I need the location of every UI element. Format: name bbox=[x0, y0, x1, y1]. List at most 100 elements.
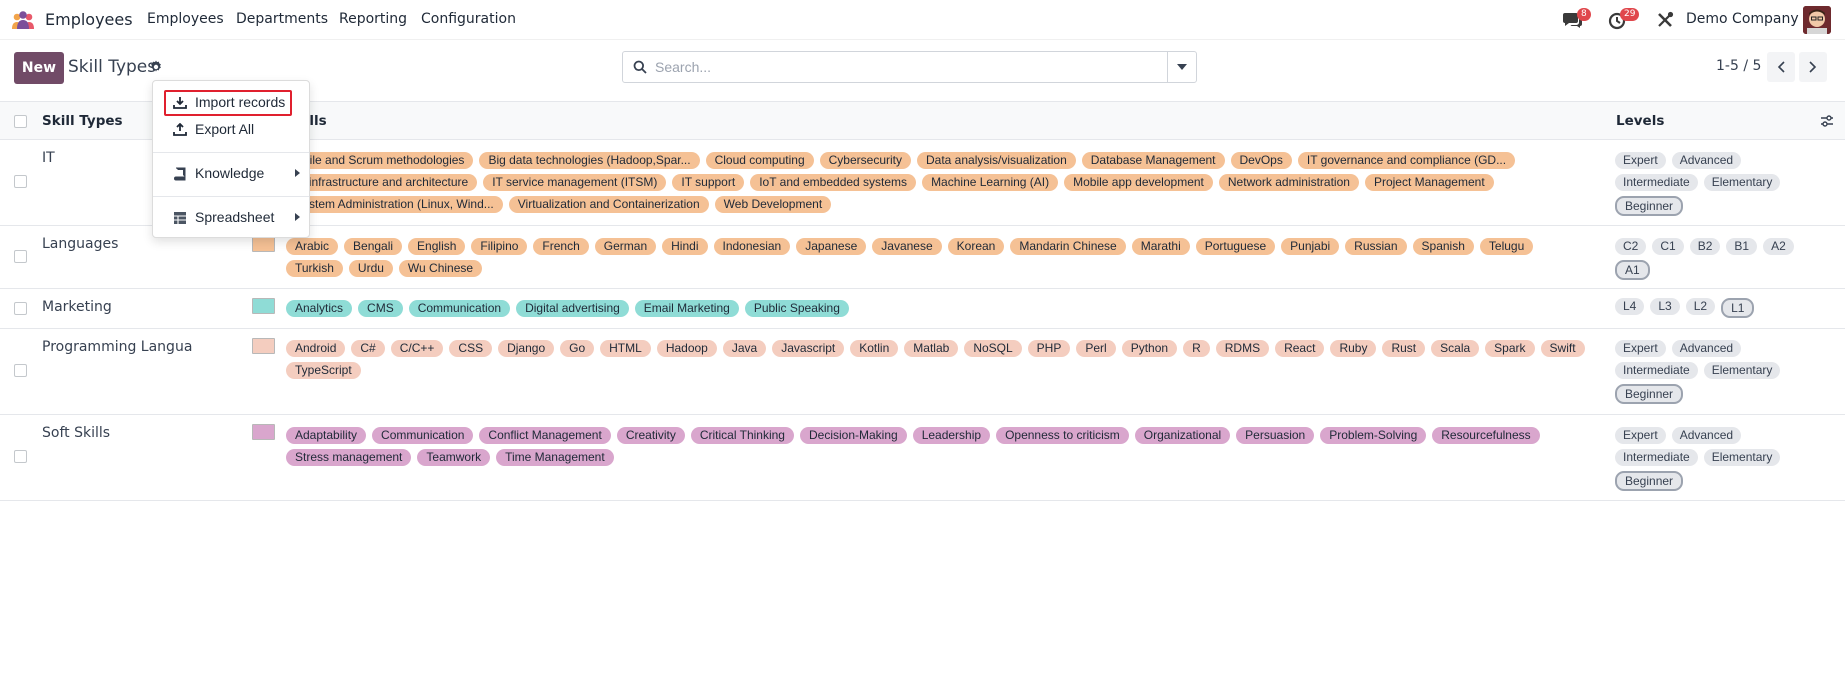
row-checkbox[interactable] bbox=[14, 250, 27, 263]
skill-tag: Web Development bbox=[714, 196, 832, 213]
skill-tag: Analytics bbox=[286, 300, 353, 317]
row-checkbox[interactable] bbox=[14, 450, 27, 463]
column-header-levels[interactable]: Levels bbox=[1616, 113, 1665, 129]
default-level-tag: Beginner bbox=[1615, 196, 1684, 216]
skill-tag: Adaptability bbox=[286, 427, 367, 444]
menu-reporting[interactable]: Reporting bbox=[339, 11, 408, 27]
skill-tag: CMS bbox=[358, 300, 403, 317]
knowledge-menu-item[interactable]: Knowledge bbox=[153, 161, 309, 187]
level-tag: Intermediate bbox=[1615, 449, 1698, 466]
skill-tag: German bbox=[594, 238, 657, 255]
default-level-tag: A1 bbox=[1615, 260, 1650, 280]
app-name[interactable]: Employees bbox=[45, 10, 133, 29]
employees-app-icon[interactable] bbox=[11, 10, 35, 30]
import-records-menu-item[interactable]: Import records bbox=[153, 90, 309, 116]
select-all-checkbox[interactable] bbox=[14, 115, 27, 128]
menu-departments[interactable]: Departments bbox=[236, 11, 329, 27]
row-checkbox[interactable] bbox=[14, 364, 27, 377]
debug-tools-icon[interactable] bbox=[1655, 10, 1677, 30]
color-swatch[interactable] bbox=[252, 338, 275, 354]
skill-tag: R bbox=[1183, 340, 1210, 357]
color-swatch[interactable] bbox=[252, 298, 275, 314]
column-header-skill-types[interactable]: Skill Types bbox=[42, 113, 123, 129]
menu-employees[interactable]: Employees bbox=[147, 11, 224, 27]
skill-tag: Hadoop bbox=[656, 340, 717, 357]
skill-tag: IoT and embedded systems bbox=[750, 174, 917, 191]
new-button[interactable]: New bbox=[14, 52, 64, 84]
pager-value[interactable]: 1-5 / 5 bbox=[1716, 58, 1762, 74]
skill-tag: Cloud computing bbox=[705, 152, 814, 169]
skill-tag: DevOps bbox=[1230, 152, 1292, 169]
level-tag: Advanced bbox=[1671, 427, 1742, 444]
skill-tag: IT infrastructure and architecture bbox=[286, 174, 478, 191]
level-tag: Elementary bbox=[1703, 449, 1781, 466]
skill-tag: French bbox=[533, 238, 589, 255]
caret-right-icon bbox=[295, 169, 300, 177]
level-tag: C1 bbox=[1652, 238, 1684, 255]
skill-tag: Marathi bbox=[1131, 238, 1190, 255]
menu-configuration[interactable]: Configuration bbox=[421, 11, 516, 27]
skill-tag: Organizational bbox=[1134, 427, 1231, 444]
skill-tag: Django bbox=[498, 340, 555, 357]
messages-count-badge: 8 bbox=[1577, 8, 1591, 21]
pager-previous-button[interactable] bbox=[1767, 52, 1795, 82]
color-swatch[interactable] bbox=[252, 424, 275, 440]
default-level-tag: Beginner bbox=[1615, 471, 1684, 491]
row-checkbox[interactable] bbox=[14, 175, 27, 188]
export-all-menu-item[interactable]: Export All bbox=[153, 117, 309, 143]
skill-tag: Network administration bbox=[1218, 174, 1359, 191]
skill-type-name: Soft Skills bbox=[42, 425, 111, 441]
chevron-right-icon bbox=[1809, 61, 1817, 73]
row-checkbox[interactable] bbox=[14, 302, 27, 315]
color-swatch[interactable] bbox=[252, 236, 275, 252]
gear-icon[interactable] bbox=[148, 59, 164, 75]
level-tag: L2 bbox=[1685, 298, 1716, 315]
skill-tag: Machine Learning (AI) bbox=[922, 174, 1059, 191]
activities-count-badge: 29 bbox=[1620, 8, 1640, 21]
skill-tag: Go bbox=[560, 340, 595, 357]
skill-tag: RDMS bbox=[1215, 340, 1270, 357]
user-avatar[interactable] bbox=[1803, 6, 1831, 34]
company-switcher[interactable]: Demo Company bbox=[1686, 11, 1799, 27]
upload-icon bbox=[173, 123, 187, 136]
activity-clock-icon[interactable] bbox=[1607, 10, 1629, 30]
skill-tag: Project Management bbox=[1364, 174, 1494, 191]
search-options-toggle[interactable] bbox=[1167, 52, 1196, 82]
level-tag: B2 bbox=[1689, 238, 1721, 255]
skill-tag: System Administration (Linux, Wind... bbox=[286, 196, 503, 213]
spreadsheet-menu-item[interactable]: Spreadsheet bbox=[153, 205, 309, 231]
caret-down-icon bbox=[1177, 64, 1187, 70]
skill-tag: Spanish bbox=[1412, 238, 1474, 255]
optional-columns-icon[interactable] bbox=[1820, 114, 1834, 128]
book-icon bbox=[174, 167, 186, 181]
skill-tag: IT governance and compliance (GD... bbox=[1297, 152, 1516, 169]
skill-tag: Public Speaking bbox=[744, 300, 849, 317]
skill-tag: Matlab bbox=[904, 340, 959, 357]
skill-tag: Telugu bbox=[1479, 238, 1534, 255]
skill-tag: Korean bbox=[947, 238, 1005, 255]
actions-dropdown: Import records Export All Knowledge Spre… bbox=[152, 80, 310, 238]
level-tag: Advanced bbox=[1671, 340, 1742, 357]
skill-tag: Bengali bbox=[344, 238, 403, 255]
menu-divider bbox=[153, 152, 309, 153]
skill-tag: Agile and Scrum methodologies bbox=[286, 152, 474, 169]
skill-tag: Stress management bbox=[286, 449, 412, 466]
skill-tag: Conflict Management bbox=[479, 427, 611, 444]
skill-tag: Filipino bbox=[471, 238, 528, 255]
skill-tag: HTML bbox=[600, 340, 651, 357]
skill-tag: Mandarin Chinese bbox=[1010, 238, 1126, 255]
skill-tag: Scala bbox=[1431, 340, 1480, 357]
search-icon bbox=[633, 60, 647, 74]
skill-tag: C/C++ bbox=[390, 340, 444, 357]
skill-tag: Leadership bbox=[912, 427, 991, 444]
pager-next-button[interactable] bbox=[1799, 52, 1827, 82]
search-input[interactable] bbox=[655, 52, 1155, 82]
